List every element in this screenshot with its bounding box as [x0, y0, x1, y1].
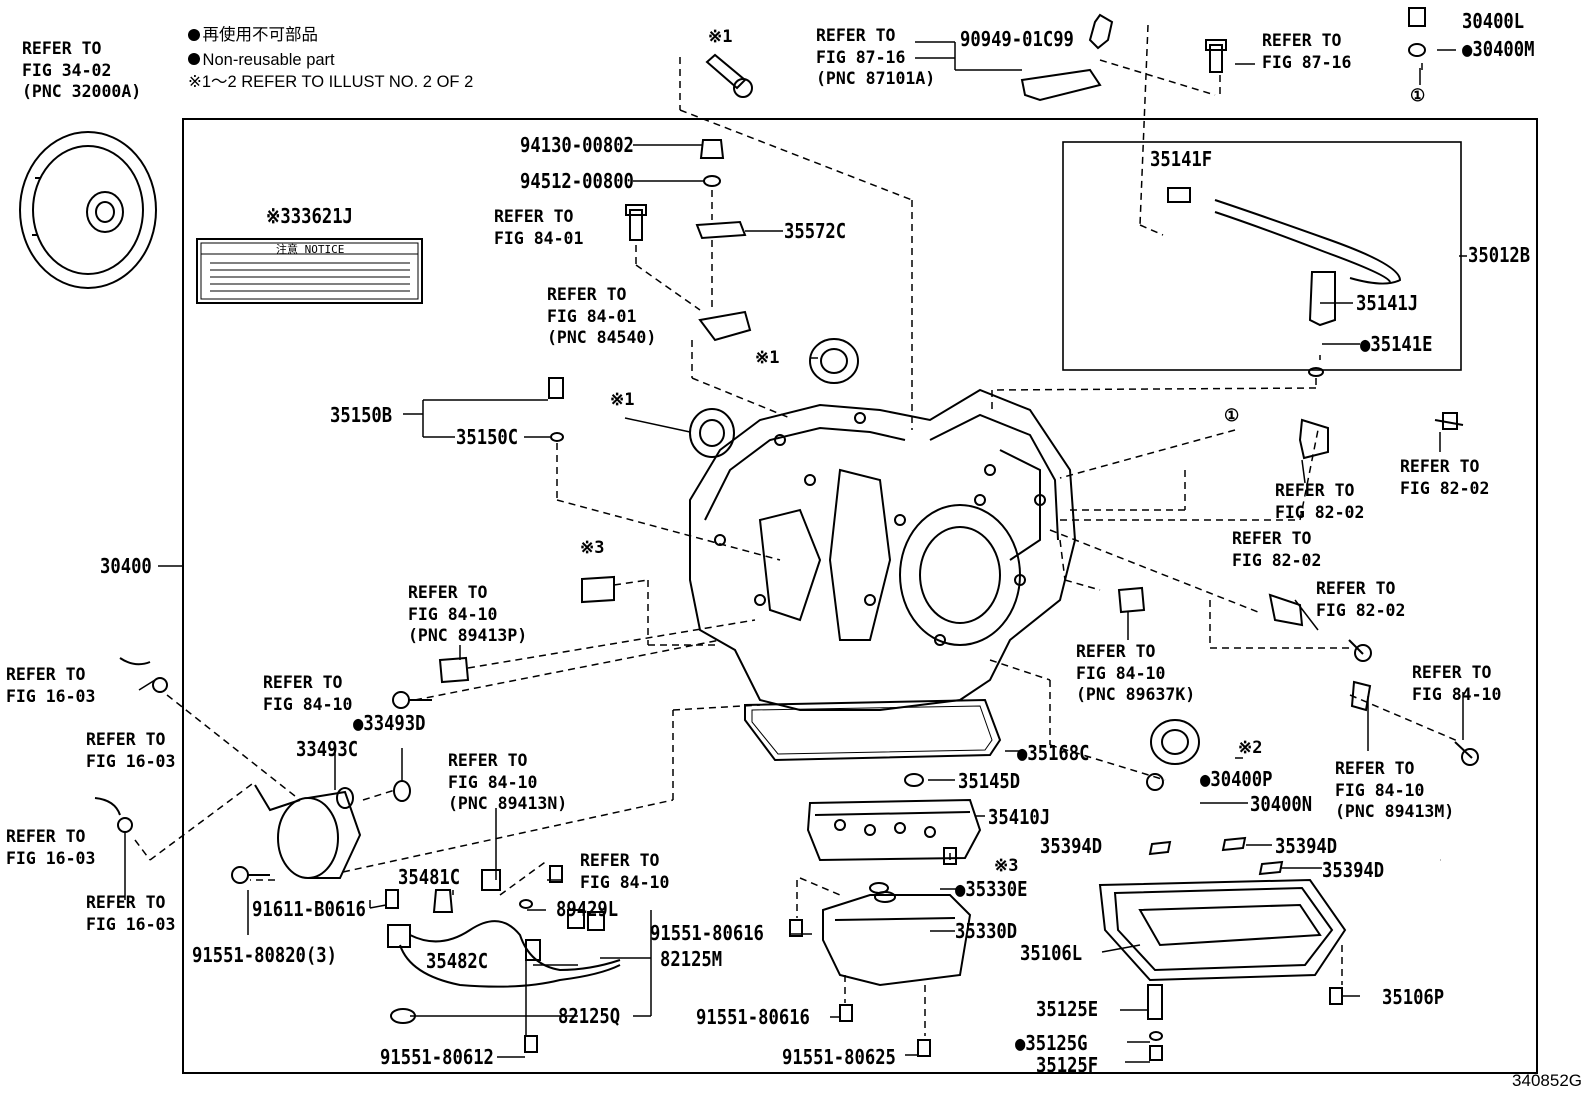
part-35410J: 35410J	[988, 805, 1051, 829]
torque-converter	[19, 131, 157, 289]
notice-label-plate	[196, 238, 423, 304]
part-30400N: 30400N	[1250, 792, 1313, 816]
dashed-assembly-lines	[134, 24, 1461, 1036]
ref-fig-82-02-d: REFER TO FIG 82-02	[1316, 579, 1406, 620]
ref-fig-84-10-89637K: REFER TO FIG 84-10 (PNC 89637K)	[1076, 642, 1196, 704]
note-mark-1-top: ※1	[708, 27, 733, 47]
part-94130-00802: 94130-00802	[520, 133, 634, 157]
ref-fig-84-10-89413P: REFER TO FIG 84-10 (PNC 89413P)	[408, 583, 528, 645]
ref-fig-16-03-d: REFER TO FIG 16-03	[86, 893, 176, 934]
oil-cooler-hose	[1167, 187, 1402, 327]
part-91611-B0616: 91611-B0616	[252, 897, 366, 921]
small-parts	[393, 7, 1426, 1061]
legend-line-1: ● 再使用不可部品	[188, 26, 319, 44]
legend-line-3: ※1～2 REFER TO ILLUST NO. 2 OF 2	[188, 73, 474, 91]
part-35141J: 35141J	[1356, 291, 1419, 315]
part-89429L: 89429L	[556, 897, 619, 921]
notice-label-text: 注意 NOTICE	[276, 243, 345, 256]
note-mark-2: ※2	[1238, 738, 1263, 758]
part-35394D-c: 35394D	[1322, 858, 1385, 882]
ref-fig-87-16: REFER TO FIG 87-16	[1262, 31, 1352, 72]
part-35330E: ●35330E	[955, 877, 1028, 901]
oil-cooler-filter	[277, 787, 362, 879]
part-91551-80616-b: 91551-80616	[696, 1005, 810, 1029]
part-35125E: 35125E	[1036, 997, 1099, 1021]
part-35330D: 35330D	[955, 919, 1018, 943]
part-35394D-b: 35394D	[1275, 834, 1338, 858]
cooler-hose-clamps	[94, 657, 301, 833]
ref-fig-87-16-pnc: REFER TO FIG 87-16 (PNC 87101A)	[816, 26, 936, 88]
part-35106P: 35106P	[1382, 985, 1445, 1009]
note-mark-1-seal: ※1	[755, 348, 780, 368]
part-35168C: ●35168C	[1017, 741, 1090, 765]
part-35394D-a: 35394D	[1040, 834, 1103, 858]
sensors-and-brackets	[432, 13, 1372, 961]
ref-circle-1-top: ①	[1410, 86, 1426, 106]
ref-fig-82-02-a: REFER TO FIG 82-02	[1275, 481, 1365, 522]
ref-fig-84-10-right: REFER TO FIG 84-10	[1412, 663, 1502, 704]
legend-dots-markers	[188, 29, 200, 65]
part-35145D: 35145D	[958, 769, 1021, 793]
part-33493C: 33493C	[296, 737, 359, 761]
part-35125F: 35125F	[1036, 1053, 1099, 1077]
ref-fig-84-10-bottom: REFER TO FIG 84-10	[580, 851, 670, 892]
part-82125M: 82125M	[660, 947, 723, 971]
part-82125Q: 82125Q	[558, 1004, 621, 1028]
part-91551-80612: 91551-80612	[380, 1045, 494, 1069]
oil-strainer	[822, 891, 972, 987]
legend-line-2: ● Non-reusable part	[188, 51, 335, 69]
ref-circle-1-mid: ①	[1224, 406, 1240, 426]
note-mark-3-plate: ※3	[580, 538, 605, 558]
note-mark-1-seal2: ※1	[610, 390, 635, 410]
part-91551-80616-a: 91551-80616	[650, 921, 764, 945]
part-35150B: 35150B	[330, 403, 393, 427]
oil-pan	[1098, 878, 1347, 982]
part-35012B: 35012B	[1468, 243, 1531, 267]
transmission-case	[689, 388, 1077, 711]
note-mark-3-bolt: ※3	[994, 856, 1019, 876]
ref-fig-84-10-89413M: REFER TO FIG 84-10 (PNC 89413M)	[1335, 759, 1455, 821]
bolts	[231, 39, 1479, 1057]
ref-fig-84-01: REFER TO FIG 84-01	[494, 207, 584, 248]
part-30400L: 30400L	[1462, 9, 1525, 33]
valve-body	[806, 798, 982, 862]
illustration-number: 340852G	[1512, 1071, 1582, 1090]
ref-fig-84-01-pnc: REFER TO FIG 84-01 (PNC 84540)	[547, 285, 657, 347]
ref-fig-84-10-89413N: REFER TO FIG 84-10 (PNC 89413N)	[448, 751, 568, 813]
part-35141E: ●35141E	[1360, 332, 1433, 356]
ref-fig-16-03-b: REFER TO FIG 16-03	[86, 730, 176, 771]
part-35106L: 35106L	[1020, 941, 1083, 965]
ref-fig-82-02-b: REFER TO FIG 82-02	[1400, 457, 1490, 498]
part-35150C: 35150C	[456, 425, 519, 449]
assembly-frame	[182, 118, 1538, 1074]
part-35125G: ●35125G	[1015, 1031, 1088, 1055]
wire-harness	[387, 909, 621, 1024]
part-35141F: 35141F	[1150, 147, 1213, 171]
part-91551-80625: 91551-80625	[782, 1045, 896, 1069]
part-33493D: ●33493D	[353, 711, 426, 735]
leader-lines	[124, 41, 1467, 1063]
part-94512-00800: 94512-00800	[520, 169, 634, 193]
part-35572C: 35572C	[784, 219, 847, 243]
ref-fig-34-02: REFER TO FIG 34-02 (PNC 32000A)	[22, 39, 142, 101]
part-30400M: ●30400M	[1462, 37, 1535, 61]
case-gasket	[744, 698, 1002, 762]
part-91551-80820: 91551-80820(3)	[192, 943, 337, 967]
part-30400P: ●30400P	[1200, 767, 1273, 791]
part-90949-01C99: 90949-01C99	[960, 27, 1074, 51]
ref-fig-16-03-a: REFER TO FIG 16-03	[6, 665, 96, 706]
part-30400: 30400	[100, 554, 152, 578]
ref-fig-82-02-c: REFER TO FIG 82-02	[1232, 529, 1322, 570]
part-35481C: 35481C	[398, 865, 461, 889]
part-35482C: 35482C	[426, 949, 489, 973]
part-33621J: ※333621J	[266, 204, 353, 228]
ref-fig-84-10-left: REFER TO FIG 84-10	[263, 673, 353, 714]
ref-fig-16-03-c: REFER TO FIG 16-03	[6, 827, 96, 868]
